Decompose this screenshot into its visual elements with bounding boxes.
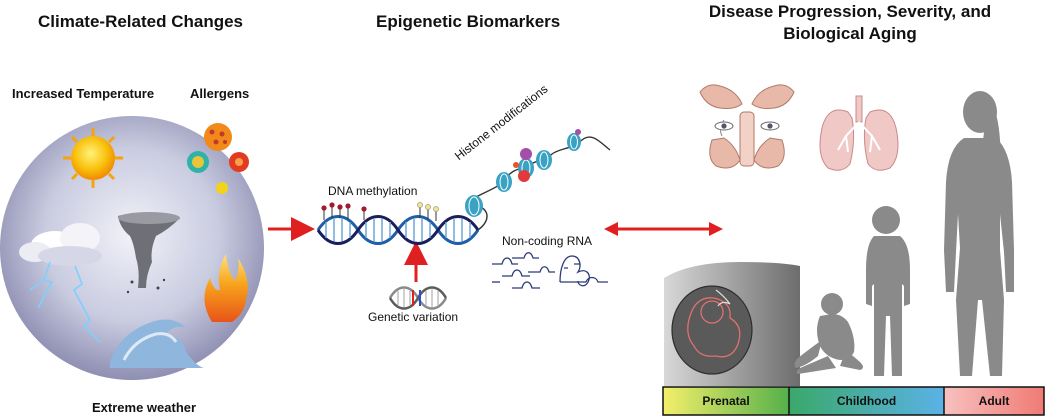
tornado-icon — [118, 212, 180, 294]
stage-bar-border — [662, 386, 1045, 416]
stage-adult-fill — [944, 387, 1044, 415]
lightning-icon — [29, 261, 101, 343]
stage-childhood: Childhood — [789, 386, 944, 416]
nucleosome-icon — [465, 129, 611, 231]
stage-childhood-label: Childhood — [836, 394, 897, 408]
label-extreme-weather: Extreme weather — [92, 400, 197, 415]
pollen-icon — [187, 123, 249, 194]
header-climate: Climate-Related Changes — [38, 12, 243, 31]
fetus-icon — [664, 262, 800, 386]
child-silhouette-icon — [866, 206, 910, 376]
header-disease-line2: Biological Aging — [783, 24, 917, 43]
header-disease-line1: Disease Progression, Severity, and — [708, 2, 992, 21]
label-genetic-variation: Genetic variation — [368, 310, 459, 324]
wave-icon — [110, 319, 204, 368]
label-increased-temperature: Increased Temperature — [12, 86, 155, 101]
stage-adult: Adult — [944, 386, 1044, 416]
label-dna-methylation: DNA methylation — [328, 184, 418, 198]
label-allergens: Allergens — [190, 86, 250, 101]
sun-icon — [63, 128, 123, 188]
storm-cloud-icon — [19, 223, 102, 266]
genetic-variation-dna-icon — [388, 286, 448, 310]
lungs-icon — [819, 95, 899, 171]
bidirectional-arrow — [604, 222, 723, 236]
stage-prenatal: Prenatal — [663, 386, 789, 416]
climate-sphere — [0, 116, 264, 380]
sinus-icon — [699, 84, 795, 169]
header-epigenetic: Epigenetic Biomarkers — [376, 12, 561, 31]
stage-adult-label: Adult — [978, 394, 1010, 408]
rna-icon — [492, 252, 608, 289]
toddler-silhouette-icon — [794, 293, 863, 374]
stage-prenatal-label: Prenatal — [702, 394, 750, 408]
label-noncoding-rna: Non-coding RNA — [502, 234, 593, 248]
stage-childhood-fill — [789, 387, 944, 415]
adult-silhouette-icon — [944, 91, 1014, 376]
stage-prenatal-fill — [663, 387, 789, 415]
fire-icon — [204, 254, 248, 322]
dna-icon — [316, 202, 480, 245]
